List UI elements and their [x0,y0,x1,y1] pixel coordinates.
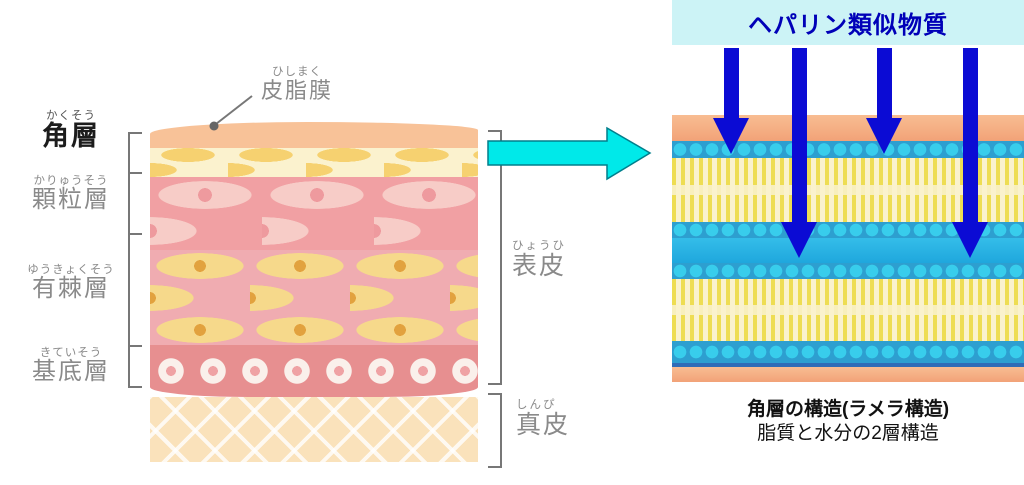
heparin-title-banner: ヘパリン類似物質 [672,0,1024,45]
furigana-kakusou: かくそう [46,110,96,122]
lamella-caption: 角層の構造(ラメラ構造) 脂質と水分の2層構造 [672,398,1024,446]
stratum-corneum-layer [150,148,478,177]
text-karyuusou: 顆粒層 [32,186,110,214]
text-kiteisou: 基底層 [32,358,110,386]
flow-right-arrow-icon [487,126,652,181]
label-stratum-corneum: かくそう 角層 [0,110,142,150]
sebum-pointer-line [209,95,253,131]
label-granular-layer: かりゅうそう 顆粒層 [0,175,142,212]
bracket-tick [128,172,142,174]
lamella-divider-line [672,363,1024,367]
lamella-lipid-head-row [672,341,1024,363]
sebum-text: 皮脂膜 [260,77,333,103]
bracket-tick [128,345,142,347]
text-yuukyokusou: 有棘層 [32,275,110,303]
bracket-tick [128,132,142,134]
furigana-yuukyokusou: ゆうきょくそう [27,264,115,276]
bracket-tick [128,386,142,388]
sebum-furigana: ひしまく [272,66,322,78]
sebum-film-layer [150,122,478,148]
furigana-shinpi: しんぴ [516,399,557,411]
caption-line2: 脂質と水分の2層構造 [757,423,939,444]
bracket-tick [488,383,500,385]
text-kakusou: 角層 [42,121,100,152]
furigana-hyouhi: ひょうひ [512,240,566,252]
bracket-tick [488,393,500,395]
granular-layer [150,177,478,250]
left-layer-bracket [128,132,130,388]
text-shinpi: 真皮 [516,410,571,439]
lamella-lipid-head-row [672,222,1024,238]
heparin-title: ヘパリン類似物質 [748,12,948,39]
bracket-tick [128,233,142,235]
dermis-bracket [500,393,502,468]
epidermis-bracket [500,130,502,385]
lamella-lipid-tail-band [672,279,1024,341]
furigana-karyuusou: かりゅうそう [33,175,109,187]
label-basal-layer: きていそう 基底層 [0,347,142,384]
label-epidermis: ひょうひ 表皮 [512,240,566,280]
skin-cross-section [150,122,478,462]
spinous-layer [150,250,478,345]
caption-line1: 角層の構造(ラメラ構造) [746,399,950,420]
basal-layer [150,345,478,397]
bracket-tick [488,130,500,132]
dermis-layer [150,397,478,462]
label-spinous-layer: ゆうきょくそう 有棘層 [0,264,142,301]
sebum-film-label: ひしまく 皮脂膜 [247,66,347,103]
lamella-lipid-head-row [672,141,1024,158]
bracket-tick [488,466,500,468]
text-hyouhi: 表皮 [512,251,567,280]
furigana-kiteisou: きていそう [39,347,103,359]
lamella-bottom-band [672,367,1024,382]
lamella-lipid-head-row [672,263,1024,279]
label-dermis: しんぴ 真皮 [516,399,570,439]
